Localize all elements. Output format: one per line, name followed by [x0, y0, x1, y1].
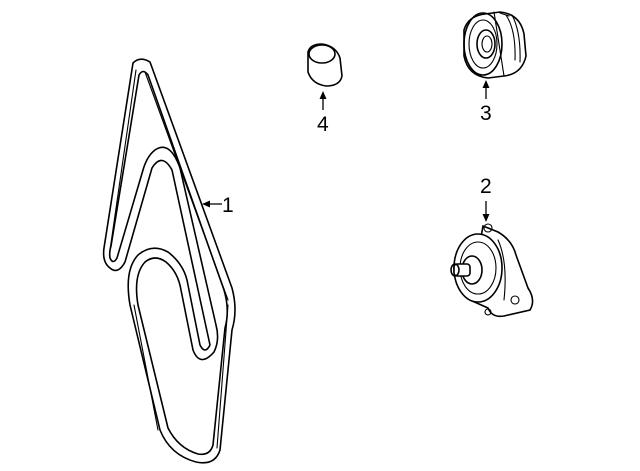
pulley-cap[interactable] [307, 43, 343, 87]
serpentine-belt[interactable] [102, 58, 236, 464]
belt-tensioner[interactable] [450, 223, 534, 318]
callout-label-3: 3 [480, 102, 492, 125]
idler-pulley[interactable] [463, 11, 527, 79]
callout-3: 3 [480, 80, 492, 125]
callout-2: 2 [480, 175, 492, 222]
callout-label-1: 1 [222, 194, 234, 217]
callout-1: 1 [202, 194, 234, 217]
callout-label-4: 4 [317, 113, 329, 136]
callout-label-2: 2 [480, 175, 492, 198]
callout-4: 4 [317, 91, 329, 136]
